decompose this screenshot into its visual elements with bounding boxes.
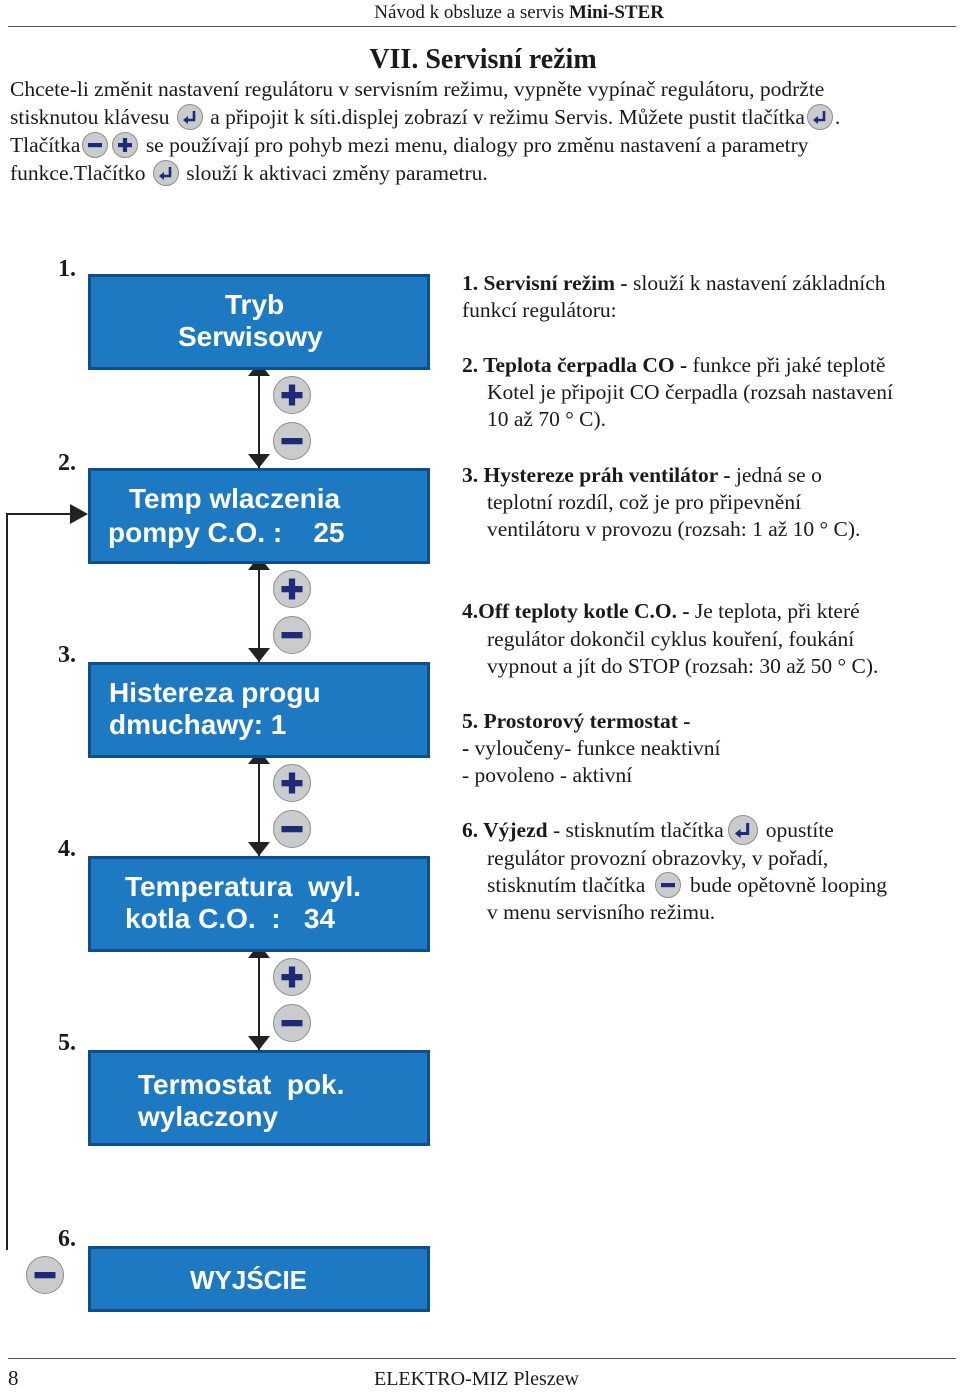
desc-2-line-2: Kotel je připojit CO čerpadla (rozsah na… <box>487 380 893 404</box>
plus-button[interactable] <box>273 570 311 608</box>
desc-5-line-2: - vyloučeny- funkce neaktivní <box>462 736 721 760</box>
enter-icon <box>152 160 179 187</box>
panel-line-2: pompy C.O. : 25 <box>108 517 345 548</box>
plus-button[interactable] <box>273 958 311 996</box>
step-number-1: 1. <box>58 256 76 282</box>
desc-3-line-2: teplotní rozdíl, což je pro připevnění <box>487 490 802 514</box>
lcd-panel-service-mode: Tryb Serwisowy <box>88 274 430 370</box>
lcd-panel-hysteresis: Histereza progu dmuchawy: 1 <box>88 662 430 758</box>
lcd-panel-exit: WYJŚCIE <box>88 1246 430 1312</box>
minus-button[interactable] <box>273 422 311 460</box>
desc-3-line-3: ventilátoru v provozu (rozsah: 1 až 10 °… <box>487 517 861 541</box>
header-product-name: Mini-STER <box>568 2 664 23</box>
step-number-6: 6. <box>58 1226 76 1252</box>
step-number-5: 5. <box>58 1030 76 1056</box>
desc-3-line-1: 3. Hystereze práh ventilátor - jedná se … <box>462 463 822 487</box>
panel-line-2: dmuchawy: 1 <box>109 709 287 740</box>
enter-icon <box>806 104 833 131</box>
step-number-4: 4. <box>58 836 76 862</box>
desc-2-line-1: 2. Teplota čerpadla CO - funkce při jaké… <box>462 353 886 377</box>
arrow-down-icon <box>248 454 270 468</box>
step-number-2: 2. <box>58 450 76 476</box>
minus-button[interactable] <box>273 1004 311 1042</box>
page-header: Návod k obsluze a servis Mini-STER <box>374 2 664 24</box>
minus-button[interactable] <box>273 616 311 654</box>
panel-line-1: WYJŚCIE <box>190 1265 308 1295</box>
connector-line <box>258 564 260 662</box>
desc-1-line-1: 1. Servisní režim - slouží k nastavení z… <box>462 271 886 295</box>
connector-line <box>258 370 260 468</box>
minus-icon <box>654 872 681 899</box>
panel-line-1: Tryb <box>225 289 285 320</box>
minus-button[interactable] <box>273 810 311 848</box>
desc-6-line-4: v menu servisního režimu. <box>487 900 716 924</box>
footer-rule <box>8 1358 956 1359</box>
plus-button[interactable] <box>273 764 311 802</box>
enter-icon <box>176 104 203 131</box>
desc-6-line-2: regulátor provozní obrazovky, v pořadí, <box>487 846 829 870</box>
minus-icon <box>82 132 109 159</box>
arrow-down-icon <box>248 1036 270 1050</box>
header-rule <box>8 26 956 27</box>
intro-line-3: Tlačítka se používají pro pohyb mezi men… <box>10 132 809 159</box>
minus-button[interactable] <box>26 1256 64 1294</box>
desc-4-line-3: vypnout a jít do STOP (rozsah: 30 až 50 … <box>487 654 879 678</box>
desc-2-line-3: 10 až 70 ° C). <box>487 407 607 431</box>
desc-5-line-1: 5. Prostorový termostat - <box>462 709 691 733</box>
arrow-down-icon <box>248 842 270 856</box>
connector-line <box>258 758 260 856</box>
footer-text: ELEKTRO-MIZ Pleszew <box>374 1368 579 1390</box>
connector-line <box>258 952 260 1050</box>
arrow-right-icon <box>70 504 88 524</box>
lcd-panel-pump-temp: Temp wlaczenia pompy C.O. : 25 <box>88 468 430 564</box>
panel-line-2: wylaczony <box>138 1101 279 1132</box>
loop-back-line <box>6 513 76 515</box>
panel-line-1: Temp wlaczenia <box>129 483 341 514</box>
page-number: 8 <box>8 1366 19 1390</box>
panel-line-2: Serwisowy <box>178 321 323 352</box>
plus-icon <box>112 132 139 159</box>
desc-4-line-2: regulátor dokončil cyklus kouření, fouká… <box>487 627 855 651</box>
loop-back-line <box>6 514 8 1250</box>
desc-4-line-1: 4.Off teploty kotle C.O. - Je teplota, p… <box>462 599 860 623</box>
intro-line-4: funkce.Tlačítko slouží k aktivaci změny … <box>10 160 488 187</box>
step-number-3: 3. <box>58 642 76 668</box>
panel-line-2: kotla C.O. : 34 <box>125 903 336 934</box>
panel-line-1: Temperatura wyl. <box>125 871 362 902</box>
lcd-panel-off-temp: Temperatura wyl. kotla C.O. : 34 <box>88 856 430 952</box>
intro-line-1: Chcete-li změnit nastavení regulátoru v … <box>10 77 825 101</box>
header-text: Návod k obsluze a servis <box>374 2 569 23</box>
enter-icon <box>727 815 758 846</box>
desc-6-line-3: stisknutím tlačítka bude opětovně loopin… <box>487 872 888 899</box>
intro-line-2: stisknutou klávesu a připojit k síti.dis… <box>10 104 841 131</box>
arrow-down-icon <box>248 648 270 662</box>
plus-button[interactable] <box>273 376 311 414</box>
section-title: VII. Servisní režim <box>369 44 597 75</box>
panel-line-1: Histereza progu <box>109 677 321 708</box>
desc-1-line-2: funkcí regulátoru: <box>462 298 617 322</box>
desc-5-line-3: - povoleno - aktivní <box>462 763 633 787</box>
lcd-panel-thermostat: Termostat pok. wylaczony <box>88 1050 430 1146</box>
panel-line-1: Termostat pok. <box>138 1069 345 1100</box>
